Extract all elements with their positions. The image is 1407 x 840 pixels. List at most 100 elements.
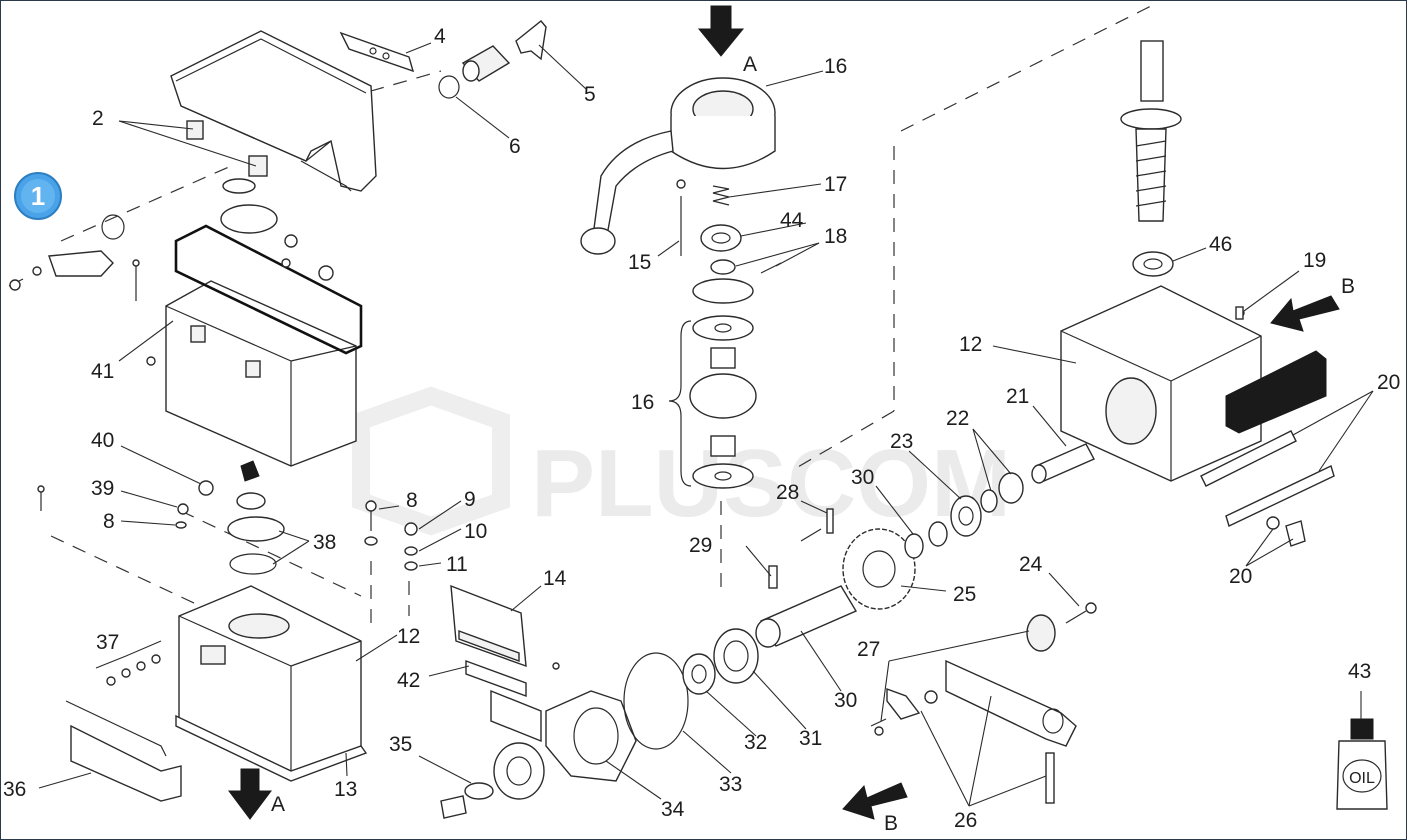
arrow-b-bottom [842, 782, 908, 820]
label-25: 25 [953, 583, 976, 606]
label-31: 31 [799, 727, 822, 750]
label-38: 38 [313, 531, 336, 554]
bearing-part-23 [950, 495, 982, 537]
gearbox-housing-part-12 [1060, 285, 1262, 482]
arrow-b-right [1270, 295, 1340, 332]
callout-badge-text: 1 [31, 181, 45, 211]
label-12-right: 12 [959, 333, 982, 356]
label-11: 11 [446, 553, 468, 576]
bearing-part-31 [713, 628, 759, 684]
pinion-gear-part-35 [440, 742, 545, 819]
direction-label-a-bottom: A [271, 793, 285, 816]
spring-part-17 [712, 185, 730, 206]
motor-cover-part-34 [545, 690, 637, 782]
bearing-part-46 [1132, 251, 1174, 277]
fasteners-group-8-9-10-11 [364, 500, 418, 571]
watermark: PLUSCOM [352, 386, 1011, 537]
direction-label-b-bottom: B [884, 812, 898, 835]
label-5: 5 [584, 83, 596, 106]
label-13: 13 [334, 778, 357, 801]
oil-bottle-label: OIL [1349, 770, 1375, 787]
label-8-center: 8 [406, 489, 418, 512]
label-35: 35 [389, 733, 412, 756]
label-24: 24 [1019, 553, 1043, 576]
shaft-part-21 [1031, 443, 1095, 484]
label-28: 28 [776, 481, 799, 504]
label-34: 34 [661, 798, 685, 821]
label-23: 23 [890, 430, 913, 453]
rotor-stack-part-16 [668, 278, 757, 489]
label-14: 14 [543, 567, 567, 590]
label-44: 44 [780, 209, 804, 232]
label-15: 15 [628, 251, 651, 274]
direction-label-a-top: A [743, 53, 757, 76]
fasteners-group-39-40-8 [37, 480, 214, 529]
label-22: 22 [946, 407, 969, 430]
drive-shaft-part-30 [755, 565, 858, 648]
valve-and-seal-part-38 [227, 460, 285, 575]
label-29: 29 [689, 534, 712, 557]
cable-gland-part [461, 45, 511, 82]
label-4: 4 [434, 25, 446, 48]
label-39: 39 [91, 477, 114, 500]
gear-part-25 [842, 528, 916, 610]
clamp-part-1 [8, 214, 125, 291]
bearing-part-44 [700, 224, 742, 252]
label-30-upper: 30 [851, 466, 874, 489]
rod-part-15 [676, 179, 686, 256]
label-16-top: 16 [824, 55, 847, 78]
bracket-part-5 [515, 20, 547, 61]
spacers-part-22 [980, 472, 1024, 513]
label-41: 41 [91, 360, 114, 383]
limit-switch-part-42 [465, 659, 560, 743]
oil-bottle-part-43: OIL [1336, 718, 1388, 810]
brackets-part-20 [1200, 350, 1335, 547]
cover-part-2 [170, 30, 377, 194]
label-40: 40 [91, 429, 114, 452]
label-18: 18 [824, 225, 847, 248]
label-33: 33 [719, 773, 742, 796]
label-17: 17 [824, 173, 847, 196]
label-30-lower: 30 [834, 689, 857, 712]
label-20-upper: 20 [1377, 371, 1400, 394]
label-46: 46 [1209, 233, 1232, 256]
direction-label-b-right: B [1341, 275, 1355, 298]
label-12-left: 12 [397, 625, 420, 648]
pin-part-19 [1235, 306, 1244, 320]
worm-shaft [1120, 40, 1182, 222]
label-2: 2 [92, 107, 104, 130]
arrow-a-top [697, 5, 745, 57]
label-8-left: 8 [103, 510, 115, 533]
label-9: 9 [464, 488, 476, 511]
label-42: 42 [397, 669, 420, 692]
rail-part-36 [65, 700, 182, 802]
leader-lines [38, 42, 1374, 807]
washer-part-32 [682, 653, 716, 695]
label-43: 43 [1348, 660, 1371, 683]
motor-stator-part-16 [580, 77, 776, 255]
screw-set-part-37 [106, 654, 161, 686]
callout-badge-1[interactable]: 1 [14, 172, 62, 220]
release-lever-part-26 [870, 614, 1077, 804]
pin-part-28 [800, 508, 834, 542]
key-part-24 [1065, 602, 1097, 624]
o-ring-part-6 [438, 75, 460, 99]
label-6: 6 [509, 135, 521, 158]
connector-plate-part-4 [339, 31, 415, 73]
base-plate-part-13 [175, 714, 368, 782]
label-21: 21 [1006, 385, 1029, 408]
label-36: 36 [3, 778, 26, 801]
lower-housing-part-12 [178, 585, 362, 772]
watermark-text: PLUSCOM [531, 430, 1011, 537]
label-20-lower: 20 [1229, 565, 1252, 588]
part-number-labels: 4 5 6 2 41 40 39 8 38 8 9 10 11 14 37 12… [3, 25, 1400, 832]
label-37: 37 [96, 631, 119, 654]
label-19: 19 [1303, 249, 1326, 272]
washer-part-30b [904, 521, 948, 559]
switch-board-part-14 [450, 584, 527, 668]
gasket-part-33 [623, 652, 689, 750]
label-32: 32 [744, 731, 767, 754]
battery-housing-part-41 [132, 204, 363, 467]
